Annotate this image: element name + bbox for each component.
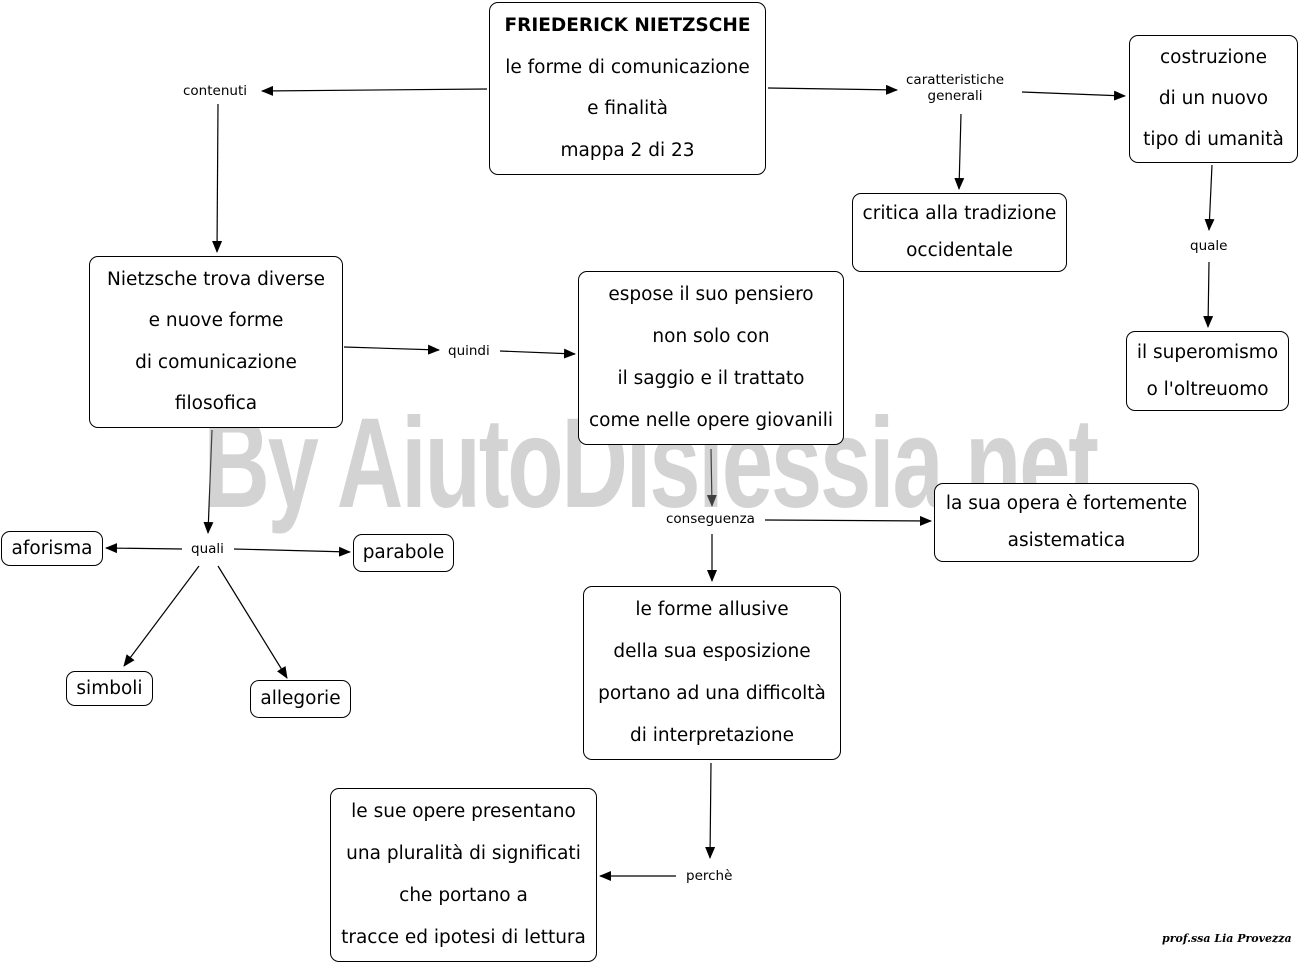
box-line: le sue opere presentano [351, 801, 576, 822]
box-line: aforisma [11, 537, 93, 559]
title-line: e finalità [587, 98, 668, 120]
label-caratteristiche-generali: caratteristiche generali [906, 72, 1004, 104]
box-line: non solo con [652, 326, 770, 347]
label-line: caratteristiche [906, 72, 1005, 88]
box-asistematica: la sua opera è fortemente asistematica [934, 483, 1199, 562]
edge-quali-simboli [123, 565, 200, 667]
box-line: le forme allusive [635, 599, 789, 620]
box-simboli: simboli [66, 671, 153, 706]
label-quali: quali [191, 541, 224, 557]
edge-caratteristiche-costruzione [1021, 90, 1126, 101]
box-line: il saggio e il trattato [617, 368, 805, 389]
edge-conseguenza-asistematica [764, 515, 932, 526]
title-line: le forme di comunicazione [505, 56, 750, 78]
label-conseguenza: conseguenza [666, 511, 755, 527]
label-quale: quale [1190, 238, 1228, 254]
edge-nietzsche-quindi [343, 344, 440, 355]
box-line: occidentale [906, 239, 1013, 261]
box-line: espose il suo pensiero [608, 284, 814, 305]
edge-contenuti-nietzsche [212, 103, 223, 253]
box-line: che portano a [399, 885, 528, 906]
label-line: generali [927, 88, 983, 104]
box-line: portano ad una difficoltà [598, 683, 826, 704]
box-critica: critica alla tradizione occidentale [852, 193, 1067, 272]
box-line: critica alla tradizione [862, 203, 1057, 225]
box-costruzione: costruzione di un nuovo tipo di umanità [1129, 35, 1298, 163]
author-signature: prof.ssa Lia Provezza [1162, 932, 1292, 945]
box-line: una pluralità di significati [346, 843, 581, 864]
label-perche: perchè [686, 868, 733, 884]
box-espose: espose il suo pensiero non solo con il s… [578, 271, 844, 445]
box-forme-allusive: le forme allusive della sua esposizione … [583, 586, 841, 760]
box-line: la sua opera è fortemente [945, 493, 1188, 515]
edge-costruzione-quale [1204, 164, 1215, 231]
edge-quali-allegorie [217, 565, 288, 679]
title-box: FRIEDERICK NIETZSCHE le forme di comunic… [489, 2, 766, 175]
edge-quale-superomismo [1203, 261, 1214, 328]
box-line: come nelle opere giovanili [589, 410, 833, 431]
box-line: di interpretazione [629, 725, 795, 746]
box-nietzsche-trova: Nietzsche trova diverse e nuove forme di… [89, 256, 343, 428]
box-aforisma: aforisma [1, 531, 103, 566]
box-sue-opere: le sue opere presentano una pluralità di… [330, 788, 597, 962]
edge-caratteristiche-critica [954, 113, 965, 190]
box-line: asistematica [1007, 529, 1126, 551]
box-line: o l'oltreuomo [1146, 378, 1269, 400]
box-line: il superomismo [1136, 341, 1279, 363]
box-line: di un nuovo [1158, 87, 1269, 109]
label-contenuti: contenuti [183, 83, 247, 99]
title-line: mappa 2 di 23 [560, 140, 695, 162]
box-line: tracce ed ipotesi di lettura [341, 927, 586, 948]
box-line: costruzione [1160, 47, 1267, 69]
box-line: simboli [76, 677, 143, 699]
box-parabole: parabole [353, 534, 454, 572]
edge-quali-aforisma [105, 543, 183, 554]
box-line: della sua esposizione [613, 641, 811, 662]
box-line: Nietzsche trova diverse [107, 268, 325, 290]
box-line: di comunicazione [135, 351, 297, 373]
edge-quindi-espose [499, 348, 576, 359]
edge-nietzsche-quali [203, 429, 214, 534]
box-superomismo: il superomismo o l'oltreuomo [1126, 331, 1289, 411]
box-line: allegorie [260, 688, 341, 709]
edge-forme-perche [705, 762, 716, 859]
box-allegorie: allegorie [250, 680, 351, 718]
edge-espose-conseguenza [706, 448, 717, 507]
edge-quali-parabole [233, 546, 351, 557]
title-heading: FRIEDERICK NIETZSCHE [504, 14, 751, 36]
box-line: filosofica [174, 393, 258, 415]
box-line: parabole [362, 542, 445, 563]
box-line: tipo di umanità [1143, 128, 1284, 150]
box-line: e nuove forme [148, 310, 284, 332]
edge-title-contenuti [261, 85, 488, 96]
label-quindi: quindi [448, 343, 490, 359]
edge-title-caratteristiche [767, 84, 898, 95]
